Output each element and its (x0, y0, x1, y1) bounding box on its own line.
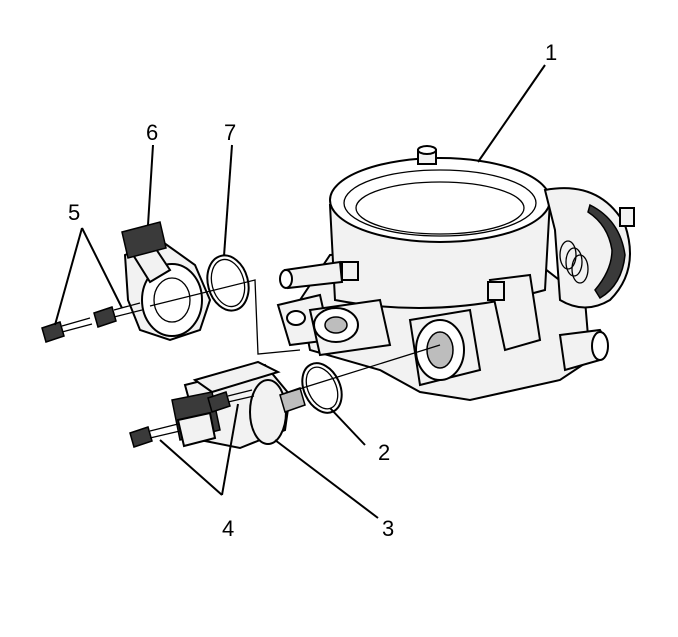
tps-screws (41, 302, 143, 343)
return-spring (559, 240, 589, 284)
throttle-body (276, 145, 635, 402)
callout-7: 7 (224, 120, 236, 145)
callout-5: 5 (68, 200, 80, 225)
alignment-lines (149, 279, 441, 396)
callout-labels: 1 2 3 4 5 6 7 (68, 40, 557, 541)
callout-2: 2 (378, 440, 390, 465)
callout-4: 4 (222, 516, 234, 541)
o-ring-tps (206, 254, 250, 312)
iac-screws (129, 389, 255, 448)
leader-lines (54, 64, 546, 519)
throttle-position-sensor (121, 221, 212, 342)
callout-6: 6 (146, 120, 158, 145)
callout-3: 3 (382, 516, 394, 541)
callout-1: 1 (545, 40, 557, 65)
